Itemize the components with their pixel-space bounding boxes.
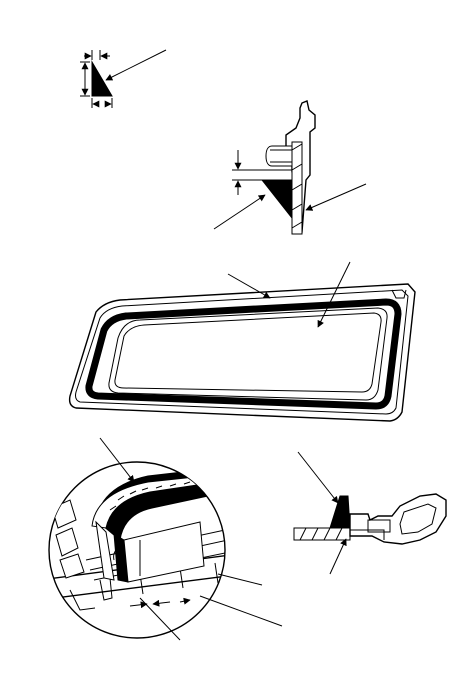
glass-panel	[291, 141, 303, 235]
panel-bead-position-section	[213, 100, 367, 235]
adhesive-bead	[260, 179, 293, 220]
bead-leader-line	[297, 451, 339, 504]
panel-bead-profile	[80, 49, 167, 108]
trim-clip	[265, 145, 293, 167]
gap-dimension	[129, 601, 148, 609]
flange-leader-line	[329, 538, 347, 575]
glass-outline	[68, 283, 416, 422]
glass-leader-line	[305, 183, 367, 211]
bead-leader-line	[213, 194, 266, 230]
glass-molding	[349, 493, 447, 545]
bead-leader-line	[227, 273, 271, 299]
panel-glass-with-adhesive-bead	[68, 261, 416, 422]
adhesive-bead-ring	[85, 298, 402, 410]
bead-leader-line	[105, 49, 167, 81]
adhesive-bead	[329, 495, 351, 529]
panel-glass-edge-section	[293, 451, 447, 575]
bead-profile-shape	[91, 60, 113, 97]
bead-leader-line	[99, 437, 135, 483]
panel-bead-application-detail	[48, 437, 283, 641]
inner-glass-area	[114, 312, 382, 393]
glass-leader-line	[317, 261, 351, 328]
